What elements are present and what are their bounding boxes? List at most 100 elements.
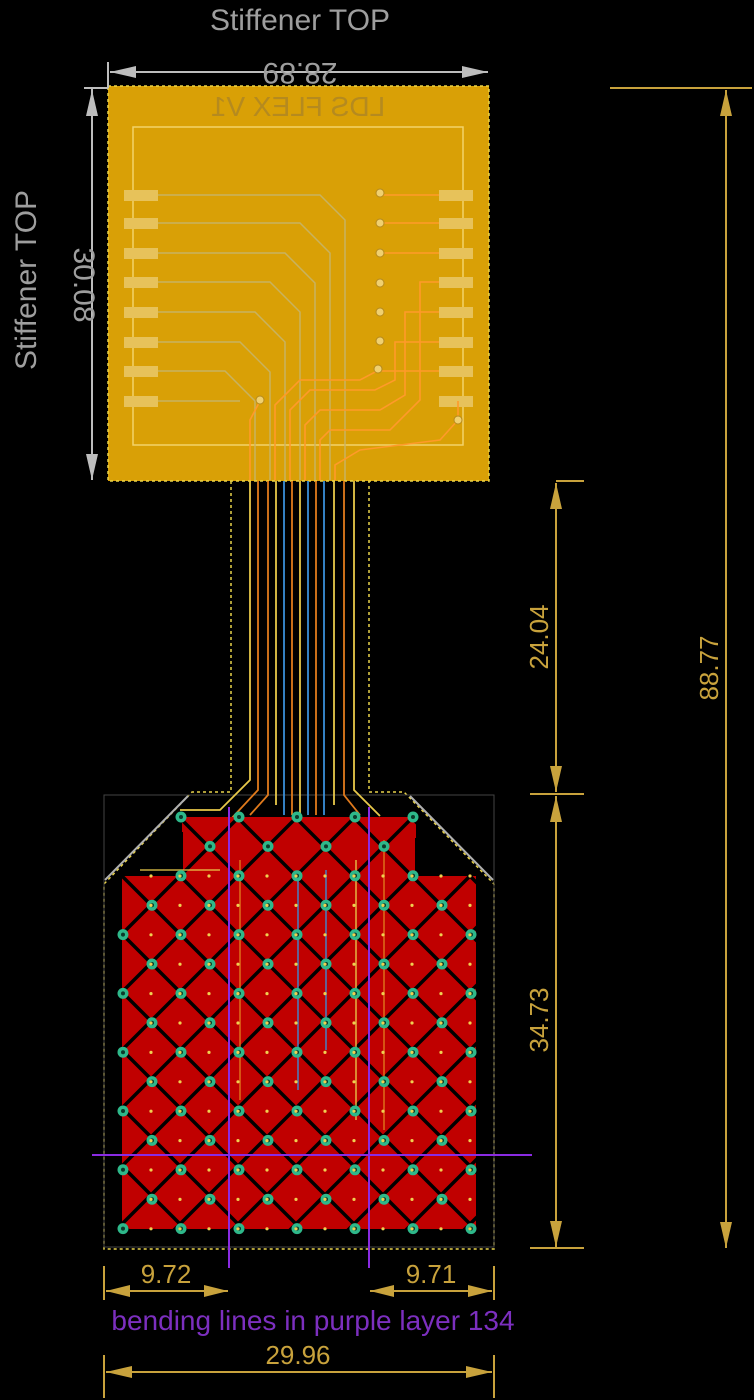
- junction-dot: [410, 1139, 414, 1143]
- junction-dot: [410, 1197, 414, 1201]
- junction-dot: [236, 962, 240, 966]
- junction-dot: [207, 903, 211, 908]
- junction-dot: [323, 874, 327, 878]
- junction-dot: [294, 933, 298, 937]
- junction-dot: [265, 874, 269, 878]
- junction-dot: [381, 933, 385, 937]
- junction-dot: [381, 1227, 385, 1231]
- junction-dot: [149, 874, 153, 878]
- junction-dot: [439, 903, 443, 908]
- junction-dot: [381, 903, 385, 908]
- junction-dot: [265, 1139, 269, 1143]
- junction-dot: [236, 1139, 240, 1143]
- junction-dot: [439, 1021, 443, 1025]
- via-grid: [117, 811, 477, 1235]
- junction-dot: [323, 933, 327, 937]
- junction-dot: [439, 1227, 443, 1231]
- via-hole: [237, 815, 241, 819]
- bend-right-value: 9.71: [406, 1259, 457, 1289]
- junction-dot: [323, 903, 327, 908]
- junction-dot: [236, 1050, 240, 1054]
- junction-dot: [439, 962, 443, 966]
- junction-dot: [207, 933, 211, 937]
- neck-traces: [180, 481, 381, 821]
- junction-dot: [323, 1109, 327, 1113]
- via-hole: [353, 815, 357, 819]
- junction-dot: [178, 1021, 182, 1025]
- junction-dot: [207, 1139, 211, 1143]
- junction-dot: [352, 1021, 356, 1025]
- junction-dot: [178, 1080, 182, 1084]
- junction-dot: [468, 1080, 472, 1084]
- junction-dot: [236, 1168, 240, 1172]
- junction-dot: [323, 1139, 327, 1143]
- bending-note: bending lines in purple layer 134: [111, 1305, 514, 1336]
- junction-dot: [352, 992, 356, 996]
- junction-dot: [149, 1168, 153, 1172]
- junction-dot: [468, 1109, 472, 1113]
- junction-dot: [236, 1227, 240, 1231]
- junction-dot: [149, 962, 153, 966]
- junction-dot: [468, 874, 472, 878]
- junction-dot: [323, 1050, 327, 1054]
- junction-dot: [207, 1227, 211, 1231]
- junction-dot: [381, 1050, 385, 1054]
- junction-dot: [352, 1080, 356, 1084]
- junction-dot: [410, 1168, 414, 1172]
- silk-text: LDS FLEX V1: [211, 91, 385, 122]
- junction-dot: [149, 1080, 153, 1084]
- junction-dot: [352, 933, 356, 937]
- junction-dot: [178, 992, 182, 996]
- junction-dot: [439, 933, 443, 937]
- junction-dot: [468, 1050, 472, 1054]
- junction-dot: [439, 1139, 443, 1143]
- junction-dot: [439, 992, 443, 996]
- via-hole: [266, 844, 270, 849]
- junction-dot: [265, 1080, 269, 1084]
- junction-dot: [207, 874, 211, 878]
- junction-dot: [468, 1227, 472, 1231]
- junction-dot: [294, 1080, 298, 1084]
- junction-dot: [381, 1021, 385, 1025]
- junction-dot: [265, 1021, 269, 1025]
- junction-dot: [352, 1050, 356, 1054]
- junction-dot: [323, 1080, 327, 1084]
- junction-dot: [323, 1021, 327, 1025]
- dim-bend-right: [370, 1266, 495, 1300]
- via-hole: [121, 991, 125, 996]
- bending-lines: [92, 807, 532, 1268]
- stiffener-traces-left: [158, 194, 346, 480]
- junction-dot: [207, 1050, 211, 1054]
- junction-dot: [294, 1197, 298, 1201]
- junction-dot: [236, 874, 240, 878]
- junction-dot: [352, 962, 356, 966]
- junction-dot: [381, 962, 385, 966]
- junction-dot: [410, 933, 414, 937]
- junction-dot: [178, 903, 182, 908]
- junction-dot: [149, 1227, 153, 1231]
- via-hole: [121, 1109, 125, 1113]
- junction-dot: [439, 1109, 443, 1113]
- junction-dot: [265, 1109, 269, 1113]
- junction-dot: [381, 992, 385, 996]
- total-length-value: 88.77: [694, 635, 724, 700]
- left-connector-pads: [124, 190, 158, 407]
- junction-dot: [294, 874, 298, 878]
- junction-dot: [207, 1168, 211, 1172]
- junction-dot: [294, 962, 298, 966]
- junction-dot: [468, 933, 472, 937]
- junction-dot: [381, 1197, 385, 1201]
- junction-dot: [352, 874, 356, 878]
- stiffener-traces-right: [249, 194, 459, 480]
- junction-dot: [381, 874, 385, 878]
- junction-dot: [294, 1109, 298, 1113]
- junction-dot: [323, 992, 327, 996]
- junction-dot: [207, 962, 211, 966]
- via-hole: [324, 844, 328, 849]
- via-hole: [411, 815, 415, 819]
- junction-dot: [178, 933, 182, 937]
- stiffener-top-label-h: Stiffener TOP: [210, 4, 390, 37]
- junction-dot: [207, 992, 211, 996]
- junction-dot: [381, 1080, 385, 1084]
